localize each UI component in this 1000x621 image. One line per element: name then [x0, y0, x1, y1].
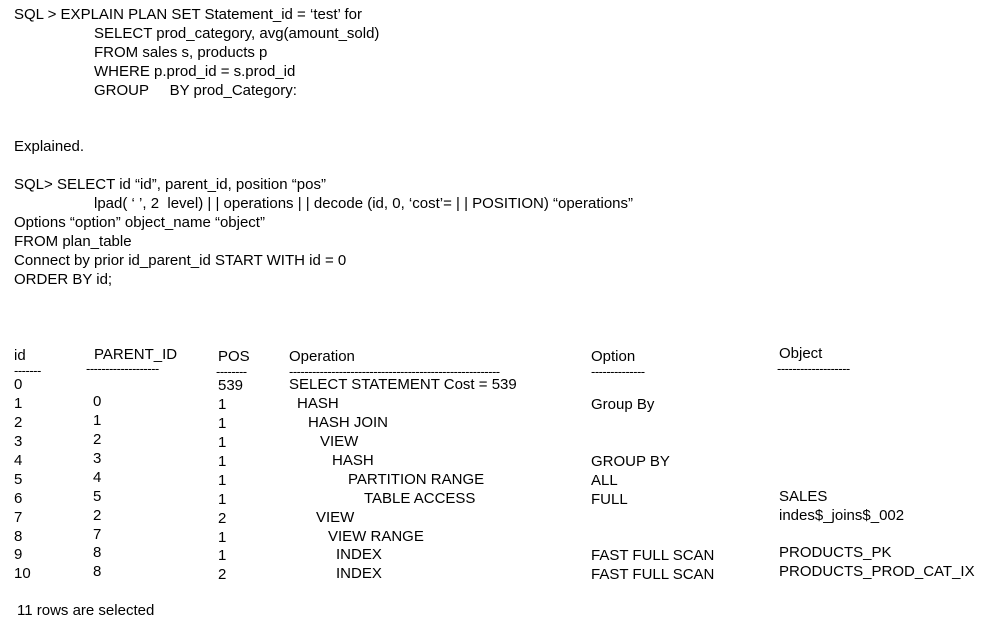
cell-option: FAST FULL SCAN: [591, 547, 715, 564]
cell-pos: 1: [218, 434, 227, 451]
cell-pos: 1: [218, 415, 227, 432]
cell-id: 0: [14, 376, 23, 393]
cell-operation: INDEX: [336, 546, 382, 563]
sql-line: FROM sales s, products p: [94, 44, 268, 61]
cell-id: 1: [14, 395, 23, 412]
header-option: Option: [591, 348, 636, 365]
cell-parent-id: 2: [93, 507, 102, 524]
cell-id: 8: [14, 528, 23, 545]
cell-option: FULL: [591, 491, 628, 508]
cell-parent-id: 0: [93, 393, 102, 410]
cell-parent-id: 4: [93, 469, 102, 486]
cell-option: GROUP BY: [591, 453, 670, 470]
cell-pos: 539: [218, 377, 244, 394]
header-pos: POS: [218, 348, 250, 365]
cell-pos: 1: [218, 547, 227, 564]
cell-id: 4: [14, 452, 23, 469]
cell-parent-id: 5: [93, 488, 102, 505]
header-parent-id: PARENT_ID: [94, 346, 178, 363]
cell-operation: HASH JOIN: [308, 414, 389, 431]
sql-line: SQL> SELECT id “id”, parent_id, position…: [14, 176, 326, 193]
cell-parent-id: 1: [93, 412, 102, 429]
cell-id: 3: [14, 433, 23, 450]
sql-line: lpad( ‘ ’, 2 level) | | operations | | d…: [94, 195, 634, 212]
cell-id: 2: [14, 414, 23, 431]
cell-object: PRODUCTS_PK: [779, 544, 892, 561]
header-object: Object: [779, 345, 823, 362]
cell-parent-id: 8: [93, 563, 102, 580]
cell-pos: 1: [218, 453, 227, 470]
sql-line: SQL > EXPLAIN PLAN SET Statement_id = ‘t…: [14, 6, 362, 23]
cell-operation: SELECT STATEMENT Cost = 539: [289, 376, 517, 393]
cell-object: PRODUCTS_PROD_CAT_IX: [779, 563, 975, 580]
cell-operation: VIEW: [320, 433, 359, 450]
cell-pos: 1: [218, 491, 227, 508]
sql-line: GROUP BY prod_Category:: [94, 82, 297, 99]
sql-line: Connect by prior id_parent_id START WITH…: [14, 252, 347, 269]
cell-option: ALL: [591, 472, 618, 489]
cell-operation: TABLE ACCESS: [364, 490, 476, 507]
divider-parent-id: -------------------: [86, 361, 159, 376]
cell-option: Group By: [591, 396, 655, 413]
cell-operation: HASH: [332, 452, 374, 469]
explained-message: Explained.: [14, 138, 85, 155]
cell-parent-id: 7: [93, 526, 102, 543]
cell-pos: 2: [218, 566, 227, 583]
divider-option: --------------: [591, 364, 645, 379]
cell-parent-id: 3: [93, 450, 102, 467]
cell-id: 6: [14, 490, 23, 507]
cell-id: 7: [14, 509, 23, 526]
cell-pos: 2: [218, 510, 227, 527]
sql-line: ORDER BY id;: [14, 271, 113, 288]
cell-operation: HASH: [297, 395, 339, 412]
cell-pos: 1: [218, 529, 227, 546]
divider-operation: ----------------------------------------…: [289, 364, 500, 379]
divider-pos: --------: [216, 364, 247, 379]
cell-parent-id: 2: [93, 431, 102, 448]
sql-line: WHERE p.prod_id = s.prod_id: [94, 63, 296, 80]
cell-option: FAST FULL SCAN: [591, 566, 715, 583]
cell-pos: 1: [218, 472, 227, 489]
cell-operation: VIEW: [316, 509, 355, 526]
cell-parent-id: 8: [93, 544, 102, 561]
cell-pos: 1: [218, 396, 227, 413]
cell-id: 9: [14, 546, 23, 563]
cell-id: 10: [14, 565, 31, 582]
cell-operation: INDEX: [336, 565, 382, 582]
cell-id: 5: [14, 471, 23, 488]
sql-line: Options “option” object_name “object”: [14, 214, 265, 231]
cell-object: SALES: [779, 488, 828, 505]
header-operation: Operation: [289, 348, 355, 365]
cell-operation: VIEW RANGE: [328, 528, 424, 545]
divider-object: -------------------: [777, 361, 850, 376]
sql-line: SELECT prod_category, avg(amount_sold): [94, 25, 380, 42]
sql-line: FROM plan_table: [14, 233, 132, 250]
header-id: id: [14, 347, 26, 364]
cell-object: indes$_joins$_002: [779, 507, 905, 524]
divider-id: -------: [14, 363, 41, 378]
cell-operation: PARTITION RANGE: [348, 471, 485, 488]
rows-selected-footer: 11 rows are selected: [17, 602, 155, 619]
